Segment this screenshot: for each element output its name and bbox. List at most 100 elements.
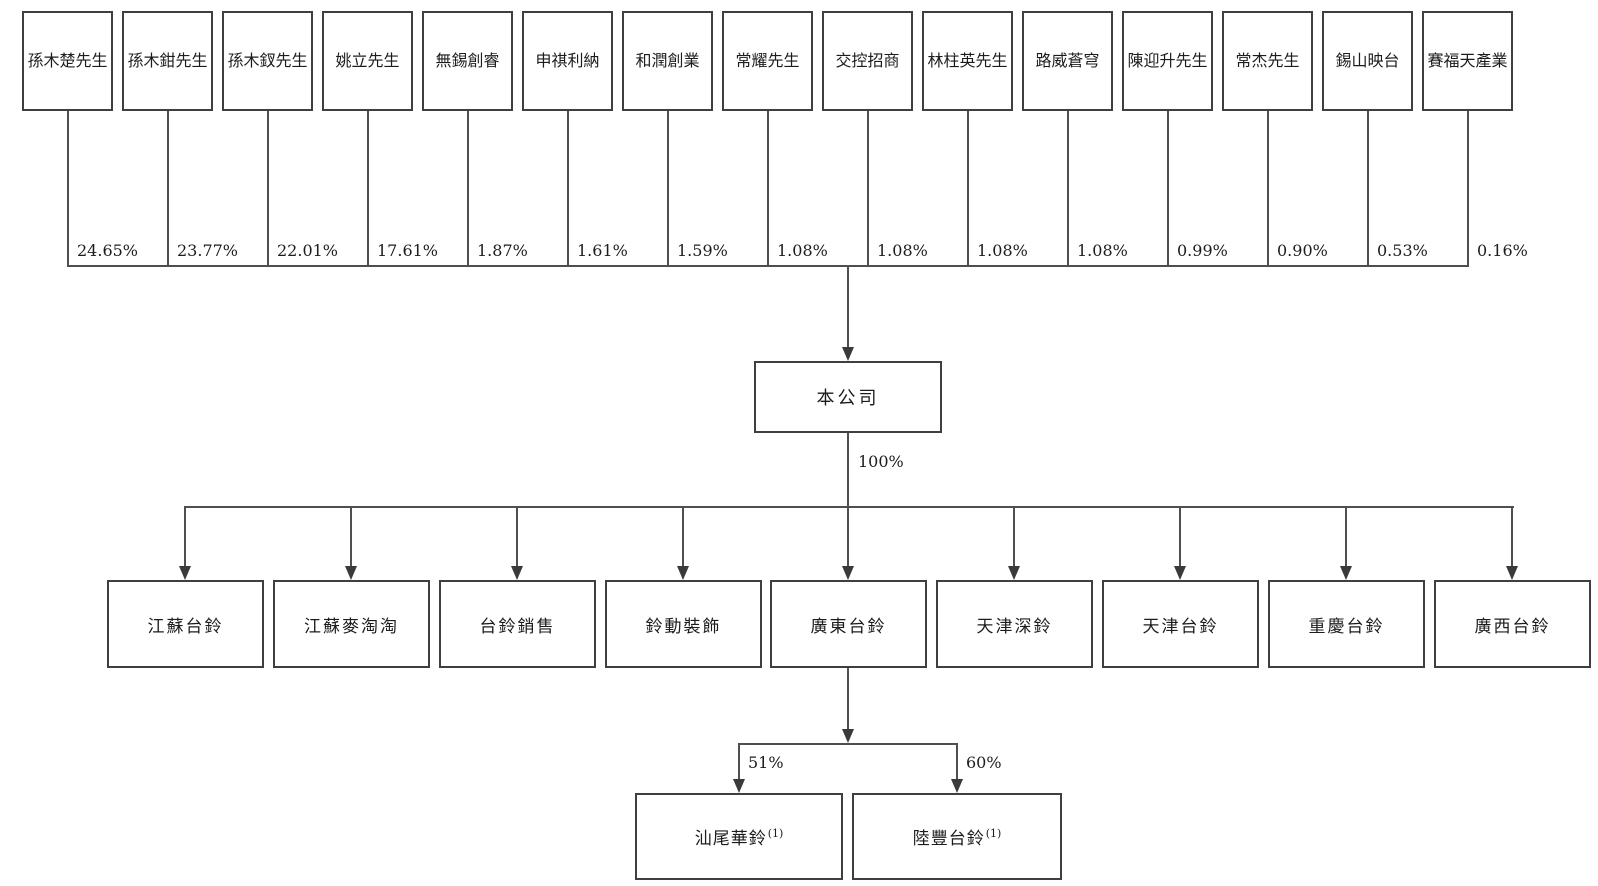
connector-line bbox=[350, 506, 352, 566]
connector-line bbox=[1367, 111, 1369, 265]
ownership-percent: 1.59% bbox=[677, 241, 728, 260]
company-box: 本公司 bbox=[754, 361, 942, 433]
subsidiary-name: 鈴動裝飾 bbox=[645, 616, 722, 637]
subsidiary-name: 江蘇台鈴 bbox=[147, 616, 224, 637]
subsidiary-name: 天津深鈴 bbox=[976, 616, 1053, 637]
connector-line bbox=[847, 506, 849, 566]
arrow-down-icon bbox=[345, 566, 357, 580]
subsidiary-name: 廣西台鈴 bbox=[1474, 616, 1551, 637]
ownership-percent: 17.61% bbox=[377, 241, 439, 260]
shareholder-name: 賽福天產業 bbox=[1427, 50, 1508, 70]
shareholder-box: 交控招商 bbox=[822, 11, 913, 111]
connector-line bbox=[567, 111, 569, 265]
connector-line bbox=[847, 265, 849, 349]
shareholder-box: 孫木楚先生 bbox=[22, 11, 113, 111]
connector-line bbox=[1511, 506, 1513, 566]
ownership-percent: 1.61% bbox=[577, 241, 628, 260]
sub-subsidiary-box: 陸豐台鈴(1) bbox=[852, 793, 1062, 880]
connector-line bbox=[1179, 506, 1181, 566]
subsidiary-box: 廣西台鈴 bbox=[1434, 580, 1591, 668]
connector-line bbox=[767, 111, 769, 265]
connector-line bbox=[1345, 506, 1347, 566]
subsidiary-name: 江蘇麥淘淘 bbox=[304, 616, 399, 637]
shareholder-box: 賽福天產業 bbox=[1422, 11, 1513, 111]
ownership-percent: 23.77% bbox=[177, 241, 239, 260]
shareholder-name: 孫木鉗先生 bbox=[127, 50, 208, 70]
sub-subsidiary-name: 陸豐台鈴(1) bbox=[913, 824, 1002, 849]
subsidiary-box: 天津深鈴 bbox=[936, 580, 1093, 668]
sub-subsidiary-name-text: 陸豐台鈴 bbox=[912, 829, 985, 849]
connector-line bbox=[516, 506, 518, 566]
shareholder-name: 姚立先生 bbox=[335, 50, 400, 70]
shareholder-box: 孫木釵先生 bbox=[222, 11, 313, 111]
connector-line bbox=[1167, 111, 1169, 265]
arrow-down-icon bbox=[511, 566, 523, 580]
connector-line bbox=[967, 111, 969, 265]
arrow-down-icon bbox=[842, 729, 854, 743]
shareholder-box: 姚立先生 bbox=[322, 11, 413, 111]
ownership-percent: 0.53% bbox=[1377, 241, 1428, 260]
subsidiary-name: 重慶台鈴 bbox=[1308, 616, 1385, 637]
subsidiary-name: 台鈴銷售 bbox=[479, 616, 556, 637]
shareholder-box: 孫木鉗先生 bbox=[122, 11, 213, 111]
connector-line bbox=[847, 668, 849, 729]
shareholder-name: 常耀先生 bbox=[735, 50, 800, 70]
shareholder-box: 路威蒼穹 bbox=[1022, 11, 1113, 111]
arrow-down-icon bbox=[842, 566, 854, 580]
footnote-marker: (1) bbox=[985, 827, 1002, 841]
connector-line bbox=[1467, 111, 1469, 265]
arrow-down-icon bbox=[179, 566, 191, 580]
footnote-marker: (1) bbox=[767, 827, 784, 841]
shareholder-name: 孫木楚先生 bbox=[27, 50, 108, 70]
ownership-percent: 1.08% bbox=[877, 241, 928, 260]
shareholder-name: 和潤創業 bbox=[635, 50, 700, 70]
shareholder-name: 陳迎升先生 bbox=[1127, 50, 1208, 70]
ownership-percent: 22.01% bbox=[277, 241, 339, 260]
sub-subsidiary-box: 汕尾華鈴(1) bbox=[635, 793, 843, 880]
subsidiary-box: 重慶台鈴 bbox=[1268, 580, 1425, 668]
shareholder-name: 林柱英先生 bbox=[927, 50, 1008, 70]
shareholder-name: 孫木釵先生 bbox=[227, 50, 308, 70]
connector-line bbox=[1013, 506, 1015, 566]
arrow-down-icon bbox=[1340, 566, 1352, 580]
arrow-down-icon bbox=[951, 779, 963, 793]
connector-line bbox=[1067, 111, 1069, 265]
shareholder-box: 陳迎升先生 bbox=[1122, 11, 1213, 111]
shareholder-name: 路威蒼穹 bbox=[1035, 50, 1100, 70]
arrow-down-icon bbox=[1008, 566, 1020, 580]
shareholder-bus-line bbox=[67, 265, 1469, 267]
subsidiary-box: 江蘇麥淘淘 bbox=[273, 580, 430, 668]
subsidiary-name: 天津台鈴 bbox=[1142, 616, 1219, 637]
connector-line bbox=[267, 111, 269, 265]
subsidiary-bus-line bbox=[185, 506, 1514, 508]
shareholder-box: 錫山映台 bbox=[1322, 11, 1413, 111]
connector-line bbox=[467, 111, 469, 265]
ownership-percent: 24.65% bbox=[77, 241, 139, 260]
arrow-down-icon bbox=[1506, 566, 1518, 580]
connector-line bbox=[367, 111, 369, 265]
shareholder-name: 錫山映台 bbox=[1335, 50, 1400, 70]
shareholder-box: 常杰先生 bbox=[1222, 11, 1313, 111]
connector-line bbox=[67, 111, 69, 265]
sub-subsidiary-name: 汕尾華鈴(1) bbox=[695, 824, 784, 849]
ownership-percent: 0.99% bbox=[1177, 241, 1228, 260]
shareholder-name: 無錫創睿 bbox=[435, 50, 500, 70]
shareholder-box: 申祺利納 bbox=[522, 11, 613, 111]
ownership-percent: 1.08% bbox=[777, 241, 828, 260]
connector-line bbox=[738, 743, 740, 779]
shareholder-box: 林柱英先生 bbox=[922, 11, 1013, 111]
subsidiary-name: 廣東台鈴 bbox=[810, 616, 887, 637]
sub-subsidiary-name-text: 汕尾華鈴 bbox=[694, 829, 767, 849]
shareholder-box: 無錫創睿 bbox=[422, 11, 513, 111]
connector-line bbox=[1267, 111, 1269, 265]
ownership-percent: 1.08% bbox=[1077, 241, 1128, 260]
subsidiary-box: 天津台鈴 bbox=[1102, 580, 1259, 668]
ownership-percent: 1.08% bbox=[977, 241, 1028, 260]
connector-line bbox=[956, 743, 958, 779]
arrow-down-icon bbox=[842, 347, 854, 361]
connector-line bbox=[682, 506, 684, 566]
connector-line bbox=[667, 111, 669, 265]
subsidiary-box: 鈴動裝飾 bbox=[605, 580, 762, 668]
connector-line bbox=[847, 433, 849, 508]
